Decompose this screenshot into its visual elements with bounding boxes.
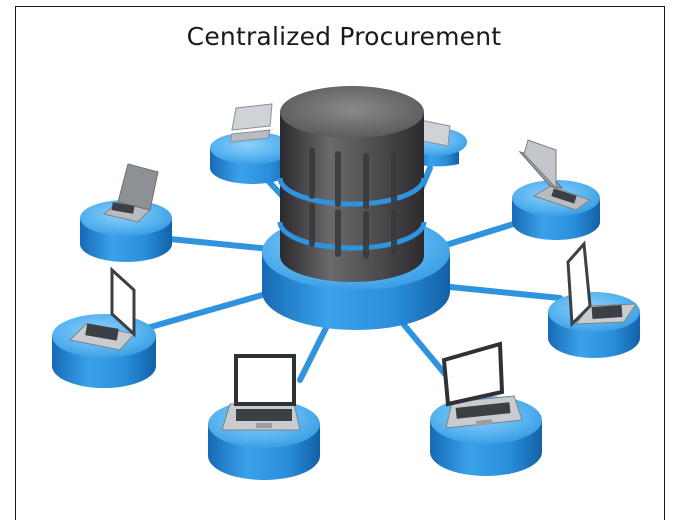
cable-left-upper: [157, 235, 283, 253]
laptop-icon: [229, 103, 273, 143]
cable-left-lower: [137, 287, 283, 333]
cable-right-lower: [427, 282, 563, 301]
cable-bottom-left: [297, 317, 333, 383]
client-node-back-left: [210, 103, 294, 184]
laptop-icon: [102, 163, 159, 223]
laptop-icon: [68, 266, 136, 351]
cable-bottom-right: [397, 317, 453, 383]
database-server-icon: [277, 86, 427, 282]
client-node-right-lower: [548, 240, 640, 358]
client-node-right-upper: [512, 139, 600, 240]
laptop-icon: [566, 240, 637, 328]
client-node-bottom-left: [208, 354, 320, 480]
client-node-left-lower: [52, 266, 156, 388]
laptop-icon: [221, 354, 301, 431]
client-node-bottom-right: [430, 341, 542, 476]
laptop-icon: [441, 341, 523, 429]
laptop-icon: [518, 139, 592, 211]
client-node-left-upper: [80, 163, 172, 262]
diagram-title: Centralized Procurement: [186, 22, 502, 51]
